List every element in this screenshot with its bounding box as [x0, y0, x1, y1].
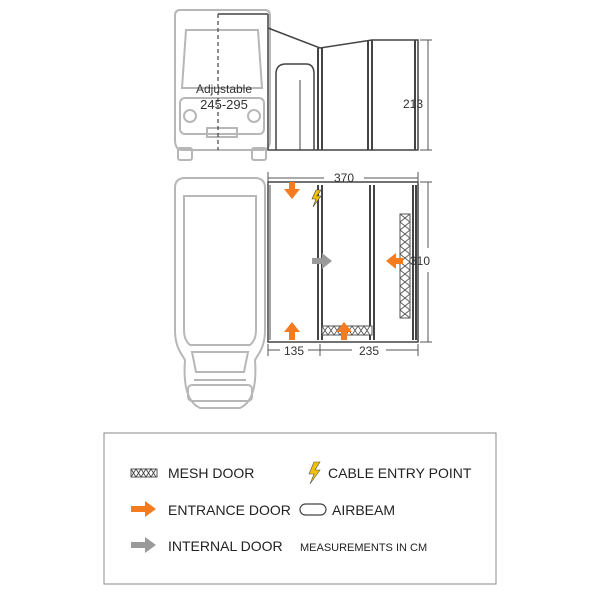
legend-airbeam: AIRBEAM	[332, 502, 395, 518]
legend-entrance-door: ENTRANCE DOOR	[168, 502, 291, 518]
right-room-value: 235	[359, 344, 379, 358]
awning-side-profile	[217, 13, 419, 151]
van-top-view	[174, 177, 266, 409]
legend-measurements-note: MEASUREMENTS IN CM	[300, 542, 427, 554]
floor-plan: 370 310 135 235	[174, 171, 432, 409]
internal-door-arrow	[312, 253, 332, 269]
height-dimension	[420, 39, 432, 151]
internal-door-arrow-icon	[131, 537, 156, 553]
legend-mesh-door: MESH DOOR	[168, 465, 254, 481]
entrance-door-arrow-top	[284, 182, 300, 199]
cable-entry-legend-icon	[308, 461, 321, 485]
left-room-value: 135	[284, 344, 304, 358]
entrance-door-arrow-right	[386, 253, 403, 269]
width-dimension	[267, 172, 419, 184]
cable-entry-icon	[311, 189, 322, 208]
airbeam-icon	[299, 503, 327, 516]
entrance-door-arrow-bottom-right	[336, 322, 352, 340]
adjustable-label: Adjustable	[196, 82, 252, 96]
depth-dimension	[420, 181, 432, 343]
side-view: Adjustable 245-295 213	[174, 9, 432, 161]
mesh-door-icon	[130, 468, 158, 478]
entrance-door-arrow-bottom-left	[284, 322, 300, 340]
height-value: 213	[403, 97, 423, 111]
mesh-door-right-wall	[399, 213, 411, 319]
entrance-door-arrow-icon	[131, 501, 156, 517]
legend-box: MESH DOOR CABLE ENTRY POINT ENTRANCE DOO…	[103, 432, 497, 585]
legend-internal-door: INTERNAL DOOR	[168, 538, 283, 554]
van-front-view	[174, 9, 271, 161]
legend-cable-entry: CABLE ENTRY POINT	[328, 465, 472, 481]
room-dimensions	[267, 344, 419, 356]
width-value: 370	[334, 171, 354, 185]
adjustable-range: 245-295	[200, 97, 248, 112]
depth-value: 310	[410, 254, 430, 268]
